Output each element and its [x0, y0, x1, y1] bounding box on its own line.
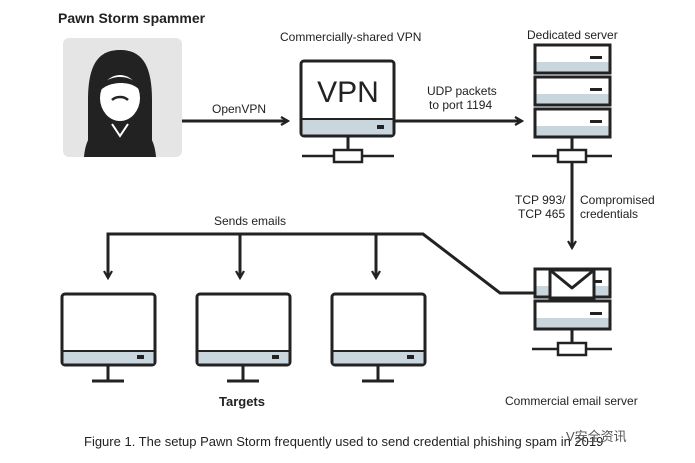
compromised-label-line2: credentials: [580, 207, 639, 221]
dedicated-server-label: Dedicated server: [527, 28, 618, 42]
tcp-label-line2: TCP 465: [518, 207, 566, 221]
spammer-avatar: [63, 38, 182, 157]
connectors: [108, 121, 572, 295]
email-server-label: Commercial email server: [505, 394, 638, 408]
vpn-title-label: Commercially-shared VPN: [280, 30, 422, 44]
sends-emails-label: Sends emails: [214, 214, 287, 228]
tcp-label-line1: TCP 993/: [515, 193, 566, 207]
target-monitor-3: [330, 292, 427, 383]
vpn-monitor: [299, 59, 396, 164]
envelope-icon: [548, 268, 596, 300]
vpn-screen-text: VPN: [317, 76, 379, 109]
watermark: V安全资讯: [566, 429, 627, 444]
target-monitor-2: [195, 292, 292, 383]
figure-caption: Figure 1. The setup Pawn Storm frequentl…: [84, 434, 604, 449]
udp-label-line1: UDP packets: [427, 84, 497, 98]
target-monitor-1: [60, 292, 157, 383]
openvpn-label: OpenVPN: [212, 102, 267, 116]
compromised-label-line1: Compromised: [580, 193, 655, 207]
dedicated-server: [532, 43, 612, 164]
sends-emails-line: [108, 232, 535, 295]
targets-label: Targets: [219, 394, 265, 409]
spammer-label: Pawn Storm spammer: [58, 10, 206, 26]
udp-label-line2: to port 1194: [429, 98, 493, 112]
